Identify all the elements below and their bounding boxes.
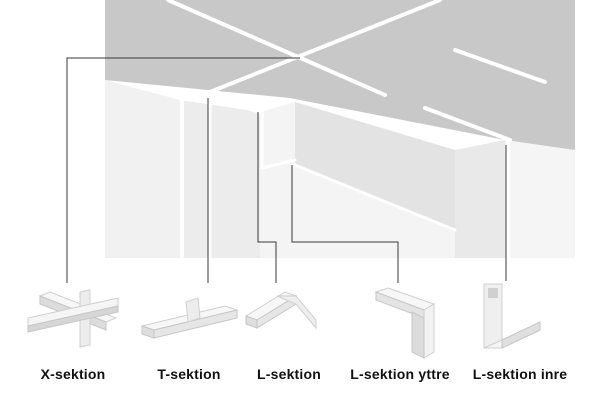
x-connector-icon bbox=[27, 289, 119, 348]
leader-l-section-outer bbox=[291, 165, 399, 283]
l-connector-icon bbox=[244, 291, 317, 330]
label-l-section-inner: L-sektion inre bbox=[472, 366, 568, 382]
l-inner-connector-icon bbox=[483, 283, 541, 349]
label-l-section: L-sektion bbox=[256, 366, 322, 382]
corner-wall bbox=[180, 100, 260, 258]
led-strip-soffit-diagonal bbox=[293, 163, 457, 232]
led-strip-diagonal-2 bbox=[188, 0, 442, 102]
led-strip-soffit bbox=[260, 158, 297, 170]
right-wall bbox=[455, 140, 505, 258]
led-strip-upper-right bbox=[453, 48, 547, 84]
leader-x-section bbox=[66, 57, 300, 283]
leader-l-section bbox=[257, 112, 277, 283]
far-right-wall bbox=[505, 140, 575, 258]
label-l-section-outer: L-sektion yttre bbox=[350, 366, 450, 382]
l-outer-connector-icon bbox=[374, 287, 436, 359]
led-strip-l-horizontal bbox=[213, 96, 262, 114]
led-strip-diagonal-1 bbox=[166, 0, 387, 97]
t-connector-icon bbox=[140, 297, 239, 339]
label-t-section: T-sektion bbox=[157, 366, 221, 382]
soffit-shade bbox=[295, 102, 455, 230]
left-wall bbox=[105, 80, 180, 258]
leader-lines bbox=[66, 57, 507, 283]
led-strip-right bbox=[423, 106, 512, 142]
led-strips bbox=[166, 0, 547, 260]
label-x-section: X-sektion bbox=[40, 366, 106, 382]
